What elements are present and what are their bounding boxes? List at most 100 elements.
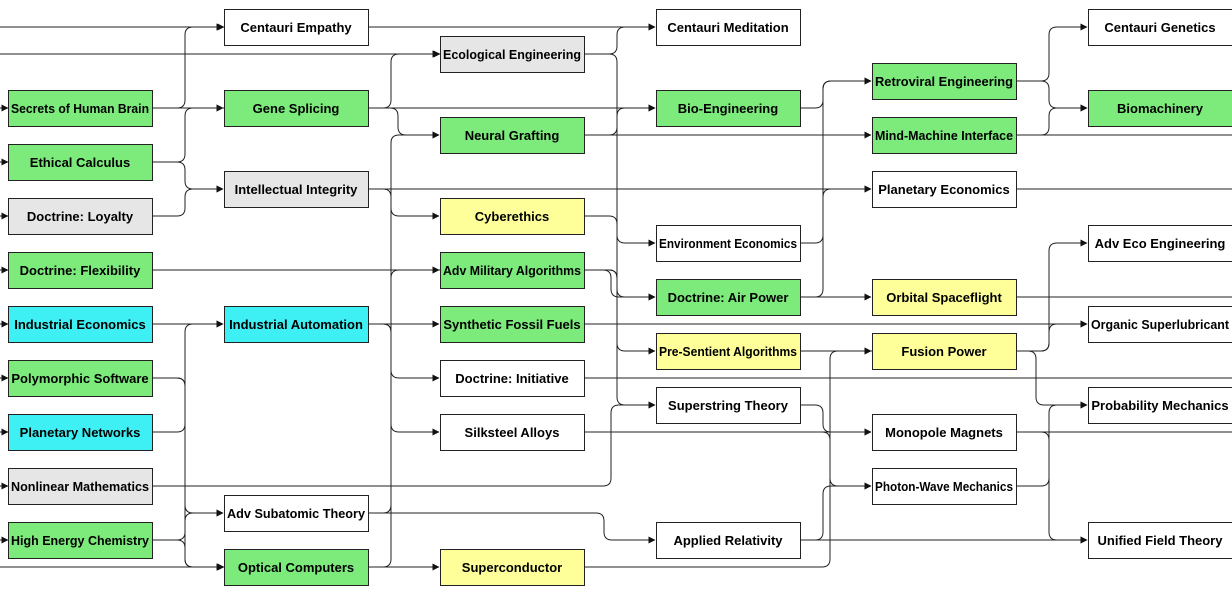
tech-node-ecological-engineering[interactable]: Ecological Engineering — [440, 36, 585, 73]
tech-node-box — [8, 360, 153, 397]
tech-node-orbital-spaceflight[interactable]: Orbital Spaceflight — [872, 279, 1017, 316]
tech-node-box — [440, 36, 585, 73]
tech-node-box — [224, 9, 369, 46]
link-industrial_automation-to-doctrine_initiative — [368, 323, 440, 382]
link-ecological_engineering-to-environment_economics — [584, 53, 656, 247]
tech-node-planetary-economics[interactable]: Planetary Economics — [872, 171, 1017, 208]
link-neural_grafting-to-bio_engineering — [584, 104, 656, 136]
tech-node-doctrine-air-power[interactable]: Doctrine: Air Power — [656, 279, 801, 316]
tech-node-box — [8, 468, 153, 505]
tech-node-industrial-automation[interactable]: Industrial Automation — [224, 306, 369, 343]
link-superstring_theory-to-monopole_magnets — [800, 404, 872, 436]
tech-node-box — [8, 306, 153, 343]
tech-node-applied-relativity[interactable]: Applied Relativity — [656, 522, 801, 559]
tech-node-box — [224, 495, 369, 532]
tech-node-label: Industrial Automation — [229, 317, 363, 332]
tech-node-label: Adv Subatomic Theory — [227, 506, 366, 521]
link-cyberethics-to-superstring_theory — [584, 215, 656, 409]
tech-node-secrets-human-brain[interactable]: Secrets of Human Brain — [8, 90, 153, 127]
link-photon_wave_mechanics-to-probability_mechanics — [1016, 401, 1088, 487]
tech-node-doctrine-loyalty[interactable]: Doctrine: Loyalty — [8, 198, 153, 235]
tech-node-neural-grafting[interactable]: Neural Grafting — [440, 117, 585, 154]
tech-node-optical-computers[interactable]: Optical Computers — [224, 549, 369, 586]
tech-node-nonlinear-mathematics[interactable]: Nonlinear Mathematics — [8, 468, 153, 505]
tech-node-label: Probability Mechanics — [1091, 398, 1228, 413]
tech-node-box — [872, 333, 1017, 370]
link-adv_military_algorithms-to-doctrine_air_power — [584, 269, 656, 301]
link-ecological_engineering-to-centauri_meditation — [584, 23, 656, 55]
tech-node-centauri-meditation[interactable]: Centauri Meditation — [656, 9, 801, 46]
tech-node-label: Centauri Genetics — [1104, 20, 1215, 35]
tech-node-label: Gene Splicing — [253, 101, 340, 116]
tech-node-label: Centauri Meditation — [667, 20, 788, 35]
link-adv_subatomic_theory-to-applied_relativity — [368, 512, 656, 544]
tech-node-centauri-genetics[interactable]: Centauri Genetics — [1088, 9, 1232, 46]
tech-node-label: Cyberethics — [475, 209, 549, 224]
tech-node-environment-economics[interactable]: Environment Economics — [656, 225, 801, 262]
tech-node-gene-splicing[interactable]: Gene Splicing — [224, 90, 369, 127]
tech-node-unified-field-theory[interactable]: Unified Field Theory — [1088, 522, 1232, 559]
link-ethical_calculus-to-intellectual_integrity — [152, 161, 224, 193]
link-doctrine_loyalty-to-intellectual_integrity — [152, 185, 224, 217]
link-high_energy_chemistry-to-adv_subatomic_theory — [152, 509, 224, 541]
tech-node-box — [224, 549, 369, 586]
tech-node-silksteel-alloys[interactable]: Silksteel Alloys — [440, 414, 585, 451]
tech-node-label: Ecological Engineering — [443, 47, 581, 62]
tech-node-box — [440, 360, 585, 397]
tech-node-fusion-power[interactable]: Fusion Power — [872, 333, 1017, 370]
tech-node-label: Monopole Magnets — [885, 425, 1003, 440]
tech-node-box — [8, 522, 153, 559]
link-intellectual_integrity-to-cyberethics — [368, 188, 440, 220]
tech-node-label: Doctrine: Initiative — [455, 371, 568, 386]
link-retroviral_engineering-to-centauri_genetics — [1016, 23, 1088, 82]
tech-node-box — [1088, 9, 1232, 46]
tech-node-adv-military-algorithms[interactable]: Adv Military Algorithms — [440, 252, 585, 289]
tech-node-box — [440, 306, 585, 343]
tech-node-retroviral-engineering[interactable]: Retroviral Engineering — [872, 63, 1017, 100]
link-retroviral_engineering-to-biomachinery — [1016, 80, 1088, 112]
tech-node-adv-eco-engineering[interactable]: Adv Eco Engineering — [1088, 225, 1232, 262]
tech-node-box — [656, 279, 801, 316]
tech-node-polymorphic-software[interactable]: Polymorphic Software — [8, 360, 153, 397]
tech-node-high-energy-chemistry[interactable]: High Energy Chemistry — [8, 522, 153, 559]
link-doctrine_air_power-to-retroviral_engineering — [800, 77, 872, 298]
tech-node-ethical-calculus[interactable]: Ethical Calculus — [8, 144, 153, 181]
tech-node-intellectual-integrity[interactable]: Intellectual Integrity — [224, 171, 369, 208]
tech-node-pre-sentient-algorithms[interactable]: Pre-Sentient Algorithms — [656, 333, 801, 370]
tech-node-planetary-networks[interactable]: Planetary Networks — [8, 414, 153, 451]
tech-node-label: Adv Military Algorithms — [443, 263, 581, 278]
tech-node-cyberethics[interactable]: Cyberethics — [440, 198, 585, 235]
tech-node-label: Organic Superlubricant — [1091, 317, 1230, 332]
tech-node-superconductor[interactable]: Superconductor — [440, 549, 585, 586]
tech-node-label: Planetary Economics — [878, 182, 1010, 197]
tech-node-box — [224, 171, 369, 208]
tech-node-organic-superlubricant[interactable]: Organic Superlubricant — [1088, 306, 1232, 343]
tech-node-label: Ethical Calculus — [30, 155, 130, 170]
tech-node-probability-mechanics[interactable]: Probability Mechanics — [1088, 387, 1232, 424]
tech-node-bio-engineering[interactable]: Bio-Engineering — [656, 90, 801, 127]
tech-node-box — [440, 117, 585, 154]
tech-node-adv-subatomic-theory[interactable]: Adv Subatomic Theory — [224, 495, 369, 532]
tech-node-box — [872, 414, 1017, 451]
tech-node-box — [872, 117, 1017, 154]
link-mind_machine_interface-to-biomachinery — [1016, 104, 1088, 136]
link-gene_splicing-to-ecological_engineering — [368, 50, 440, 109]
tech-node-box — [1088, 225, 1232, 262]
prerequisite-links — [152, 23, 1088, 571]
tech-node-mind-machine-interface[interactable]: Mind-Machine Interface — [872, 117, 1017, 154]
tech-node-label: Doctrine: Flexibility — [20, 263, 141, 278]
tech-node-synthetic-fossil-fuels[interactable]: Synthetic Fossil Fuels — [440, 306, 585, 343]
tech-node-monopole-magnets[interactable]: Monopole Magnets — [872, 414, 1017, 451]
tech-node-doctrine-flexibility[interactable]: Doctrine: Flexibility — [8, 252, 153, 289]
tech-node-label: High Energy Chemistry — [11, 533, 150, 548]
tech-node-biomachinery[interactable]: Biomachinery — [1088, 90, 1232, 127]
link-bio_engineering-to-retroviral_engineering — [800, 77, 872, 109]
tech-node-industrial-economics[interactable]: Industrial Economics — [8, 306, 153, 343]
tech-node-photon-wave-mechanics[interactable]: Photon-Wave Mechanics — [872, 468, 1017, 505]
tech-node-superstring-theory[interactable]: Superstring Theory — [656, 387, 801, 424]
tech-node-centauri-empathy[interactable]: Centauri Empathy — [224, 9, 369, 46]
tech-node-box — [8, 252, 153, 289]
tech-node-doctrine-initiative[interactable]: Doctrine: Initiative — [440, 360, 585, 397]
